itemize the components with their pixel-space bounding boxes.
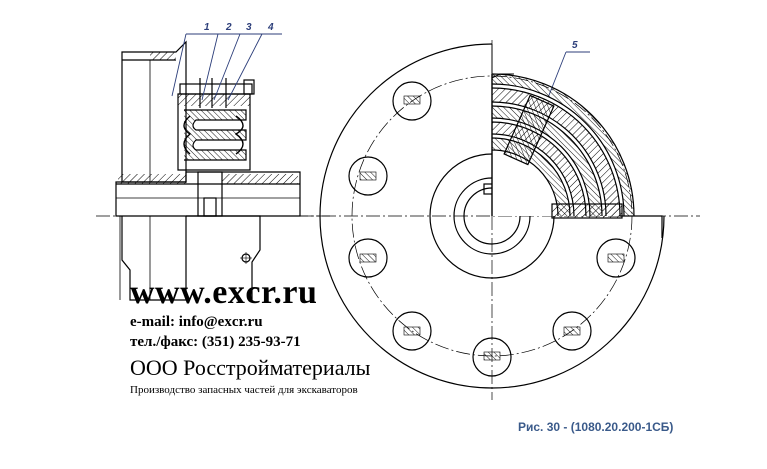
bottom-insert [551, 203, 623, 219]
watermark-company: ООО Росстройматериалы [130, 355, 371, 380]
top-clamp [179, 83, 253, 95]
hub-hatch-right [222, 174, 298, 184]
outer-disk-left [319, 43, 492, 389]
flange [121, 40, 187, 183]
top-rim [491, 44, 514, 79]
spring-insert [503, 94, 555, 166]
callout-5: 5 [572, 40, 578, 51]
bolt-head [243, 79, 255, 95]
spring-pack [184, 109, 247, 161]
watermark-email: e-mail: info@excr.ru [130, 314, 263, 330]
bolt-holes [348, 81, 636, 377]
section-view [96, 40, 330, 301]
figure-caption: Рис. 30 - (1080.20.200-1СБ) [518, 420, 674, 434]
flange-hatch [150, 52, 176, 60]
callout-2: 2 [225, 22, 232, 33]
hub-hatch-left [118, 174, 186, 184]
front-view [300, 40, 700, 400]
watermark-phone: тел./факс: (351) 235-93-71 [130, 334, 301, 350]
keyway [197, 171, 223, 217]
bracket [186, 215, 261, 300]
flange-lower [121, 216, 187, 301]
callout-3: 3 [246, 22, 252, 33]
callout-4: 4 [267, 22, 274, 33]
callout-leaders [171, 33, 590, 119]
watermark-tagline: Производство запасных частей для экскава… [130, 384, 358, 396]
watermark-site: www.excr.ru [130, 274, 318, 311]
callout-1: 1 [204, 22, 210, 33]
